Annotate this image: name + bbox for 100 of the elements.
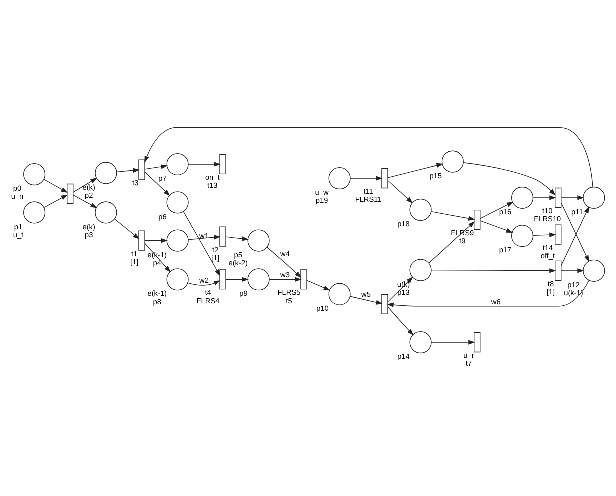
node-circle bbox=[95, 162, 118, 184]
arrow bbox=[73, 178, 98, 193]
arrow bbox=[114, 218, 140, 240]
arrow bbox=[388, 163, 444, 178]
node-label: t14 bbox=[542, 243, 554, 252]
arrow bbox=[533, 232, 556, 238]
arrow bbox=[116, 168, 140, 173]
arrow bbox=[144, 238, 168, 244]
arrow bbox=[44, 194, 68, 208]
node-label: p1 bbox=[14, 222, 23, 232]
node-label: t3 bbox=[132, 178, 139, 188]
node-label: t8 bbox=[548, 280, 554, 289]
node-label: t4 bbox=[205, 288, 212, 298]
node-circle bbox=[583, 260, 606, 282]
node-label: p2 bbox=[85, 190, 94, 200]
arrow bbox=[387, 280, 590, 308]
arrow bbox=[561, 196, 584, 200]
node-label: FLRS10 bbox=[534, 214, 562, 224]
arrow bbox=[388, 180, 414, 204]
node-bar bbox=[474, 210, 481, 230]
edge-label: w3 bbox=[280, 270, 290, 280]
edge-label: w2 bbox=[200, 276, 209, 285]
arrow bbox=[183, 211, 220, 276]
arrow bbox=[73, 194, 98, 208]
node-bar bbox=[555, 224, 562, 245]
node-bar bbox=[300, 270, 308, 290]
node-label: t7 bbox=[466, 359, 472, 368]
node-label: p5 bbox=[234, 250, 242, 260]
arrow bbox=[428, 222, 476, 264]
node-bar bbox=[555, 260, 562, 281]
node-label: p15 bbox=[430, 171, 442, 180]
node-label: p14 bbox=[398, 352, 410, 362]
node-label: e(k) bbox=[82, 222, 96, 232]
node-circle bbox=[512, 186, 534, 210]
node-label: e(k-2) bbox=[228, 258, 248, 268]
node-label: p19 bbox=[316, 196, 328, 206]
arrow bbox=[561, 268, 584, 274]
node-circle bbox=[328, 283, 351, 306]
node-label: u_n bbox=[11, 192, 24, 202]
node-circle bbox=[512, 225, 534, 248]
node-label: p3 bbox=[85, 230, 94, 240]
node-circle bbox=[24, 202, 46, 224]
node-bar bbox=[555, 188, 562, 208]
node-circle bbox=[166, 153, 189, 176]
arrow bbox=[388, 306, 414, 336]
node-circle bbox=[24, 163, 46, 186]
arrow bbox=[226, 277, 249, 282]
edge-label: w1 bbox=[200, 232, 209, 241]
node-label: t13 bbox=[207, 181, 218, 190]
node-label: p6 bbox=[158, 212, 167, 222]
node-circle bbox=[583, 186, 606, 210]
node-circle bbox=[410, 259, 432, 282]
node-bar bbox=[220, 226, 226, 247]
arrow bbox=[44, 179, 68, 193]
node-label: u_t bbox=[13, 230, 24, 240]
node-label: t9 bbox=[460, 236, 466, 246]
node-label: p4 bbox=[153, 258, 162, 268]
arrow bbox=[188, 280, 221, 286]
node-label: p7 bbox=[158, 174, 167, 184]
node-bar bbox=[138, 230, 146, 251]
arrow bbox=[188, 162, 221, 167]
node-label: e(k-1) bbox=[148, 289, 167, 298]
node-circle bbox=[442, 150, 464, 173]
arrow bbox=[388, 276, 414, 302]
node-bar bbox=[474, 332, 481, 353]
arrow bbox=[431, 340, 476, 345]
node-label: p0 bbox=[13, 184, 22, 194]
node-label: u_r bbox=[464, 351, 474, 360]
arrow bbox=[350, 296, 383, 305]
node-circle bbox=[248, 268, 270, 291]
node-label: t1 bbox=[132, 249, 138, 258]
node-circle bbox=[166, 230, 189, 252]
node-bar bbox=[138, 160, 146, 180]
node-label: p18 bbox=[398, 220, 410, 229]
arrow bbox=[267, 247, 302, 278]
arrow bbox=[431, 268, 556, 274]
arrow bbox=[144, 164, 168, 170]
edge-label: w6 bbox=[491, 297, 501, 306]
node-bar bbox=[382, 168, 388, 189]
node-label: off_t bbox=[540, 251, 556, 260]
node-circle bbox=[410, 332, 432, 354]
node-label: p9 bbox=[240, 289, 248, 298]
node-label: t2 bbox=[212, 245, 219, 254]
node-label: t11 bbox=[364, 187, 374, 196]
node-circle bbox=[248, 230, 270, 252]
node-circle bbox=[328, 168, 351, 190]
arrow bbox=[144, 172, 170, 196]
node-label: p12 bbox=[568, 280, 580, 290]
node-label: p8 bbox=[153, 297, 162, 306]
node-label: FLRS11 bbox=[355, 195, 382, 204]
node-label: FLRS5 bbox=[278, 288, 301, 298]
node-label: [1] bbox=[130, 257, 139, 266]
node-label: u_w bbox=[315, 188, 329, 198]
node-label: p10 bbox=[316, 304, 329, 313]
arrow bbox=[306, 280, 331, 291]
node-label: t5 bbox=[286, 296, 292, 306]
node-label: on_t bbox=[205, 173, 220, 182]
arrow bbox=[269, 277, 302, 282]
arrow bbox=[226, 236, 249, 242]
node-label: FLRS4 bbox=[196, 296, 220, 306]
